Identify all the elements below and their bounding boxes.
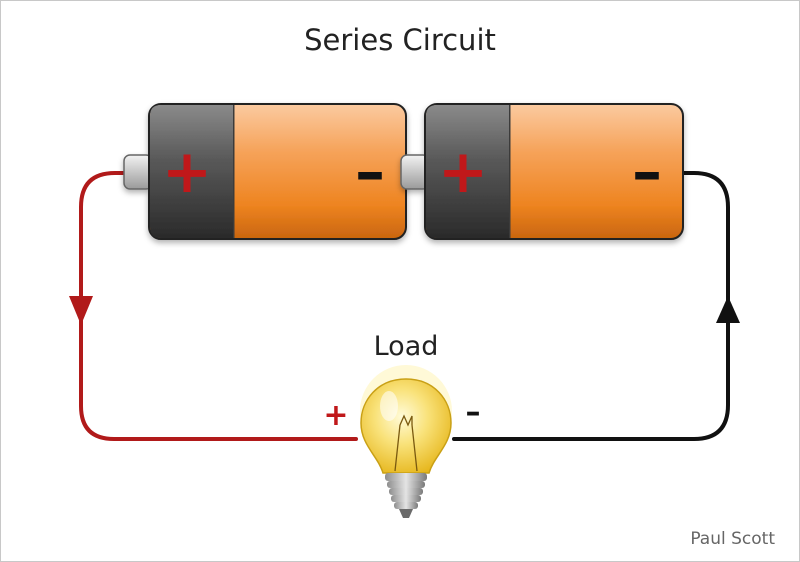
load-label: Load — [373, 331, 439, 362]
positive-wire — [69, 171, 358, 441]
diagram-title: Series Circuit — [304, 23, 496, 57]
author-credit: Paul Scott — [690, 529, 775, 549]
down-arrow-icon — [69, 296, 93, 325]
battery-1-plus: + — [162, 137, 212, 207]
battery-1 — [123, 103, 407, 240]
battery-2-plus: + — [438, 137, 488, 207]
battery-1-minus: – — [355, 137, 385, 207]
battery-2-minus: – — [632, 137, 662, 207]
bulb-minus-label: – — [466, 395, 481, 430]
light-bulb-icon — [360, 365, 452, 518]
bulb-plus-label: + — [323, 398, 348, 433]
battery-2 — [400, 103, 684, 240]
up-arrow-icon — [716, 296, 740, 323]
negative-wire — [452, 171, 740, 441]
